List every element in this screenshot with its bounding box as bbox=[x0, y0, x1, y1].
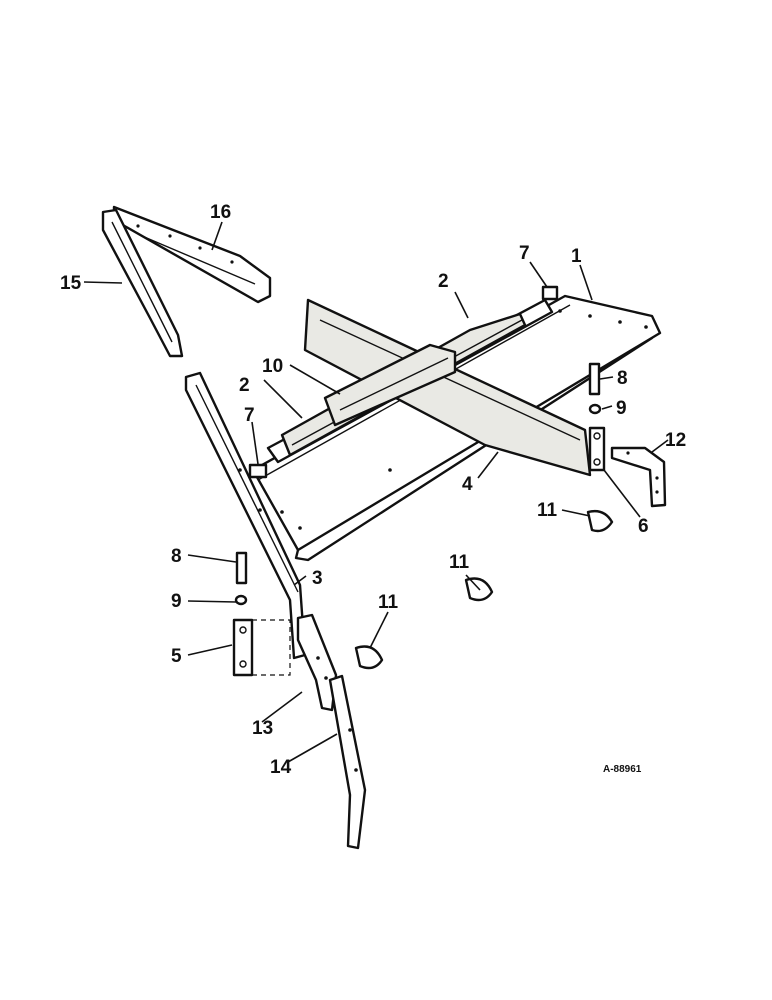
callout-13: 13 bbox=[252, 718, 273, 739]
part-7-bracket-right bbox=[541, 285, 559, 301]
callout-6: 6 bbox=[638, 516, 649, 537]
part-11-clip-left bbox=[354, 645, 384, 670]
callout-16: 16 bbox=[210, 202, 231, 223]
callout-9-right: 9 bbox=[616, 398, 627, 419]
callout-2-upper: 2 bbox=[438, 271, 449, 292]
part-7-bracket-left bbox=[248, 463, 268, 479]
callout-5: 5 bbox=[171, 646, 182, 667]
callout-11-right: 11 bbox=[537, 500, 558, 521]
callout-8-left: 8 bbox=[171, 546, 182, 567]
part-5-hinge bbox=[232, 618, 291, 677]
part-6-hinge bbox=[588, 426, 606, 472]
part-11-clip-right bbox=[586, 509, 614, 533]
part-14-extension-bar bbox=[328, 674, 367, 850]
callout-4: 4 bbox=[462, 474, 473, 495]
callout-12: 12 bbox=[665, 430, 686, 451]
part-13-mounting-plate bbox=[296, 613, 338, 712]
callout-10: 10 bbox=[262, 356, 283, 377]
part-12-angle-bracket bbox=[610, 446, 667, 508]
callout-14: 14 bbox=[270, 757, 292, 778]
callout-7-left: 7 bbox=[244, 405, 255, 426]
part-4-brace bbox=[303, 298, 592, 477]
callout-11-left: 11 bbox=[378, 592, 399, 613]
callout-2-lower: 2 bbox=[239, 375, 250, 396]
part-15-side-shield bbox=[101, 208, 184, 358]
part-8-pin-right bbox=[588, 362, 601, 396]
reference-code: A-88961 bbox=[603, 764, 642, 775]
part-8-pin-left bbox=[235, 551, 248, 585]
callout-15: 15 bbox=[60, 273, 82, 294]
callout-7-right: 7 bbox=[519, 243, 530, 264]
part-9-washer-left bbox=[234, 594, 248, 606]
part-9-washer-right bbox=[588, 403, 602, 415]
callout-1: 1 bbox=[571, 246, 582, 267]
callout-9-left: 9 bbox=[171, 591, 182, 612]
callout-11-middle: 11 bbox=[449, 552, 470, 573]
callout-8-right: 8 bbox=[617, 368, 628, 389]
part-3-side-bar bbox=[184, 371, 307, 660]
callout-3: 3 bbox=[312, 568, 323, 589]
leader-lines bbox=[83, 221, 669, 763]
part-10-strip bbox=[323, 343, 457, 427]
